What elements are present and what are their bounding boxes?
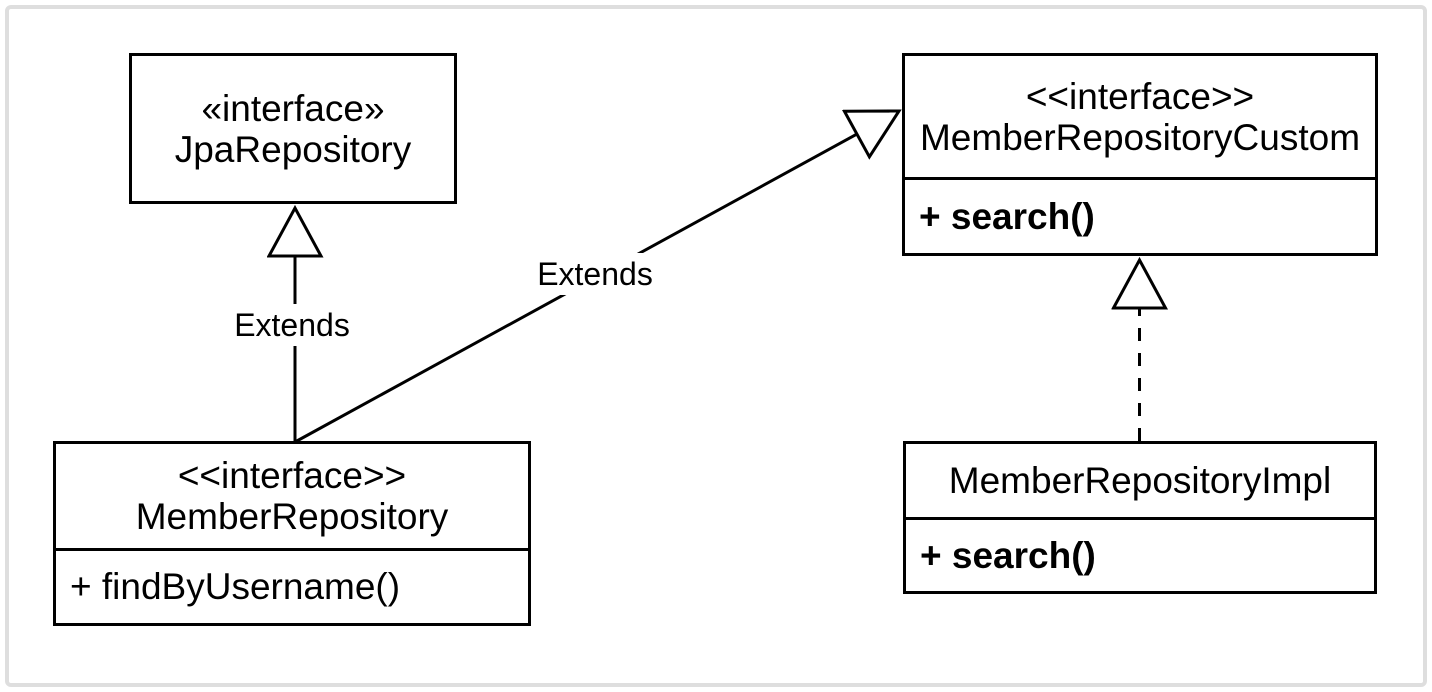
- stereotype-label: «interface»: [201, 87, 385, 129]
- class-members-section: + search(): [905, 177, 1375, 253]
- stereotype-label: <<interface>>: [1025, 75, 1255, 117]
- class-title-section: MemberRepositoryImpl: [906, 444, 1374, 517]
- extends-edge-label-vertical: Extends: [226, 304, 358, 346]
- method-label: + search(): [920, 534, 1096, 576]
- class-box-memberrepository: <<interface>> MemberRepository + findByU…: [53, 441, 531, 626]
- class-name: MemberRepository: [135, 496, 449, 537]
- class-title-section: <<interface>> MemberRepository: [56, 444, 528, 548]
- class-title-section: <<interface>> MemberRepositoryCustom: [905, 56, 1375, 177]
- class-name: MemberRepositoryImpl: [948, 460, 1332, 501]
- class-members-section: + search(): [906, 517, 1374, 591]
- class-box-memberrepositoryimpl: MemberRepositoryImpl + search(): [903, 441, 1377, 594]
- class-members-section: + findByUsername(): [56, 548, 528, 623]
- stereotype-label: <<interface>>: [177, 455, 407, 496]
- class-name: MemberRepositoryCustom: [919, 116, 1361, 158]
- class-title-section: «interface» JpaRepository: [132, 56, 454, 201]
- method-label: + findByUsername(): [70, 566, 401, 607]
- class-name: JpaRepository: [174, 128, 412, 170]
- class-box-jparepository: «interface» JpaRepository: [129, 53, 457, 204]
- class-box-memberrepositorycustom: <<interface>> MemberRepositoryCustom + s…: [902, 53, 1378, 256]
- method-label: + search(): [919, 195, 1095, 237]
- extends-edge-label-diagonal: Extends: [529, 253, 661, 295]
